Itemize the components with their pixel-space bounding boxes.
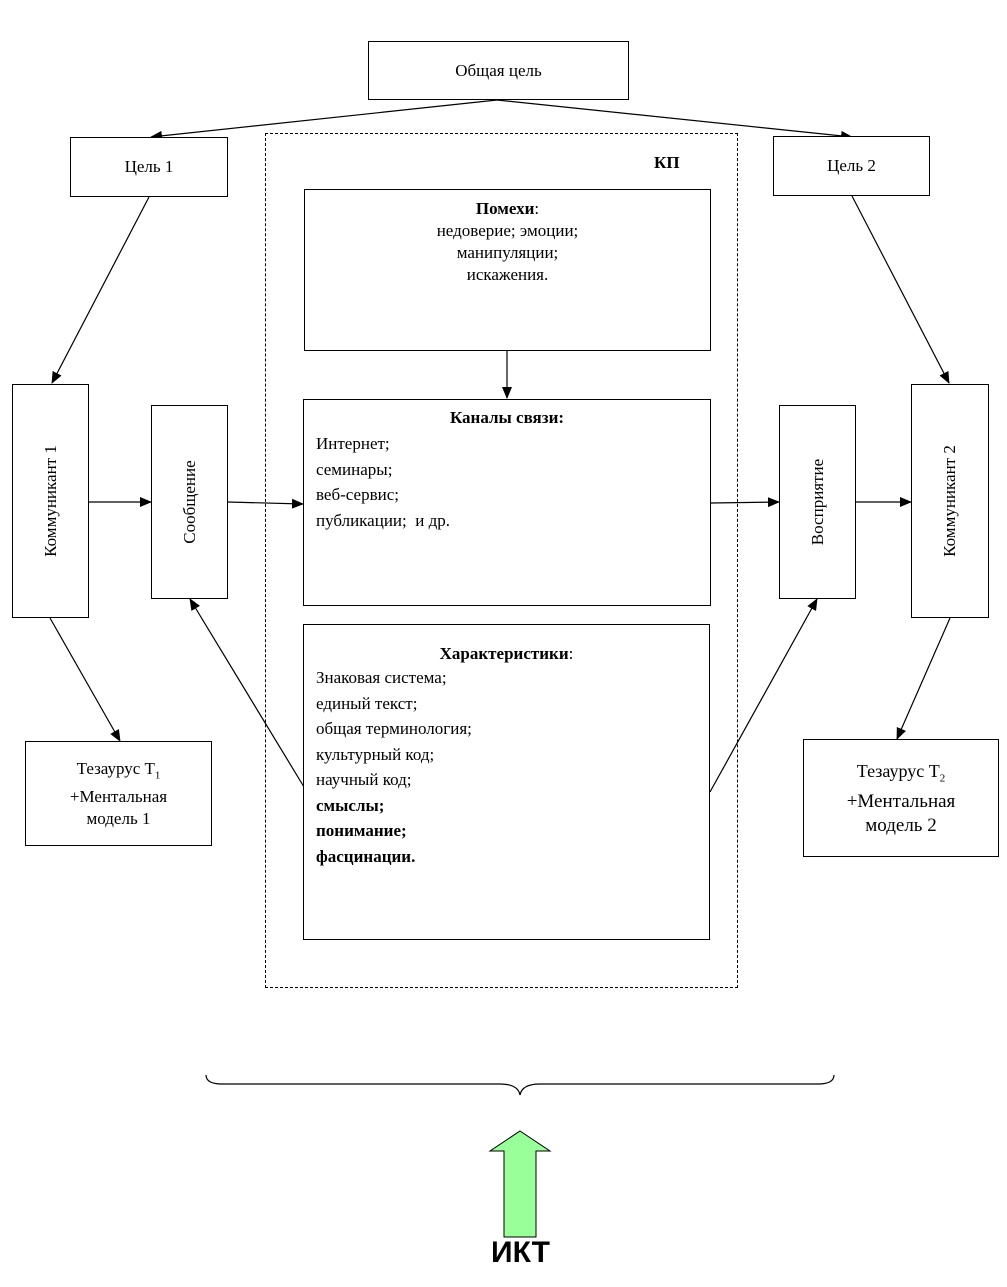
channel-item: публикации; и др. xyxy=(316,510,450,530)
characteristic-item: общая терминология; xyxy=(316,719,472,738)
characteristic-item: единый текст; xyxy=(316,693,418,713)
thesaurus2-line2: +Ментальная xyxy=(846,790,956,812)
arrow-common-to-goal1 xyxy=(150,99,498,141)
noise-line: манипуляции; xyxy=(456,243,559,262)
common-goal-box: Общая цель xyxy=(368,41,629,100)
thesaurus2-prefix: Тезаурус Т xyxy=(856,761,940,781)
noise-box: Помехи: недоверие; эмоции; манипуляции; … xyxy=(304,189,711,351)
characteristic-item: Знаковая система; xyxy=(316,668,447,687)
goal2-box: Цель 2 xyxy=(773,136,930,196)
noise-title: Помехи xyxy=(475,199,535,218)
kp-container xyxy=(265,133,738,988)
thesaurus2-sub: 2 xyxy=(939,772,946,785)
characteristic-item: культурный код; xyxy=(316,744,435,764)
communicant1-box: Коммуникант 1 xyxy=(12,384,89,618)
characteristic-item: научный код; xyxy=(316,770,412,789)
noise-line: недоверие; эмоции; xyxy=(436,221,579,240)
arrow-communicant2-to-thesaurus2 xyxy=(896,617,951,740)
characteristic-item-bold: понимание; xyxy=(316,821,407,840)
common-goal-label: Общая цель xyxy=(455,60,542,80)
arrow-goal2-to-communicant2 xyxy=(851,195,950,384)
perception-label: Восприятие xyxy=(807,458,827,546)
noise-title-suffix: : xyxy=(534,199,540,218)
arrow-characteristics-to-message xyxy=(189,598,305,788)
ikt-label: ИКТ xyxy=(491,1236,550,1269)
thesaurus2-line3: модель 2 xyxy=(865,814,937,836)
goal2-label: Цель 2 xyxy=(827,156,876,175)
characteristic-item-bold: смыслы; xyxy=(316,795,385,815)
thesaurus1-line2: +Ментальная xyxy=(69,787,168,807)
characteristic-item-bold: фасцинации. xyxy=(316,846,416,866)
characteristics-title: Характеристики xyxy=(439,644,569,663)
channel-item: веб-сервис; xyxy=(316,485,399,504)
channels-title: Каналы связи: xyxy=(449,408,565,427)
noise-line: искажения. xyxy=(466,265,549,284)
goal1-label: Цель 1 xyxy=(124,157,174,176)
goal1-box: Цель 1 xyxy=(70,137,228,197)
kp-label: КП xyxy=(654,153,680,172)
message-label: Сообщение xyxy=(179,460,199,544)
arrow-goal1-to-communicant1 xyxy=(51,196,150,384)
curly-brace xyxy=(205,1074,835,1096)
thesaurus1-prefix: Тезаурус Т xyxy=(76,759,155,778)
communicant2-label: Коммуникант 2 xyxy=(940,445,959,557)
thesaurus1-sub: 1 xyxy=(154,769,161,782)
thesaurus1-box: Тезаурус Т1 +Ментальная модель 1 xyxy=(25,741,212,846)
ikt-up-arrow xyxy=(488,1130,552,1238)
arrow-characteristics-to-perception xyxy=(709,598,818,793)
arrow-common-to-goal2 xyxy=(496,99,853,141)
communicant2-box: Коммуникант 2 xyxy=(911,384,989,618)
thesaurus2-box: Тезаурус Т2 +Ментальная модель 2 xyxy=(803,739,999,857)
arrow-communicant1-to-thesaurus1 xyxy=(49,617,121,742)
thesaurus1-line3: модель 1 xyxy=(86,809,151,829)
perception-box: Восприятие xyxy=(779,405,856,599)
channel-item: семинары; xyxy=(316,459,393,479)
channels-box: Каналы связи: Интернет; семинары; веб-се… xyxy=(303,399,711,606)
characteristics-title-suffix: : xyxy=(568,644,574,663)
arrow-channels-to-perception xyxy=(710,497,780,508)
communicant1-label: Коммуникант 1 xyxy=(40,445,60,557)
channel-item: Интернет; xyxy=(316,434,390,453)
characteristics-box: Характеристики: Знаковая система; единый… xyxy=(303,624,710,940)
message-box: Сообщение xyxy=(151,405,228,599)
